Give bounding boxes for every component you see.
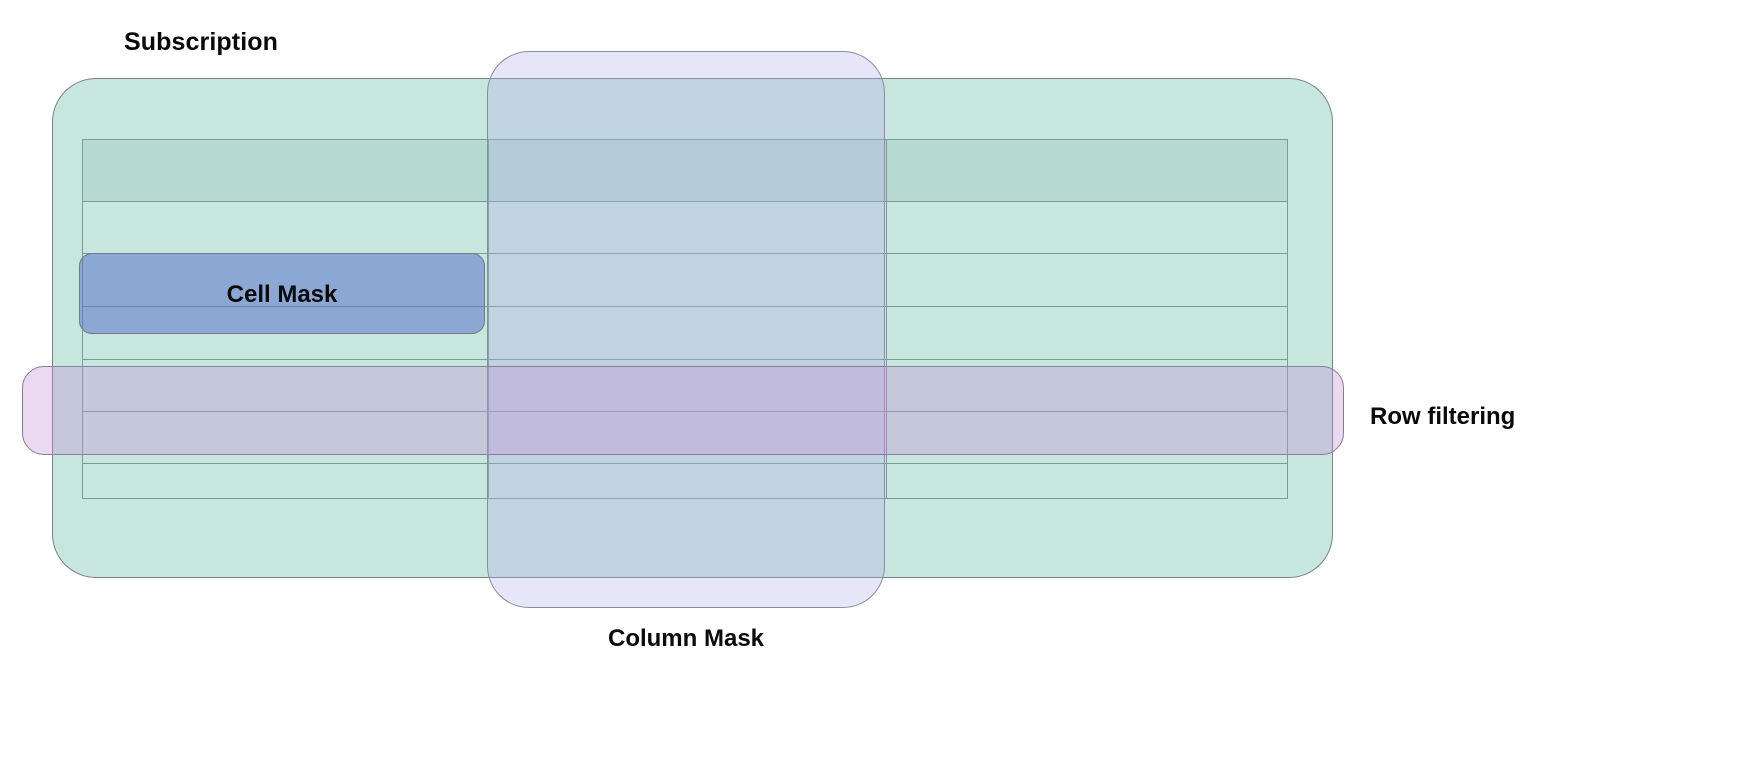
table-row (83, 307, 1287, 360)
cell-mask-box[interactable]: Cell Mask (79, 253, 485, 334)
table-row (83, 202, 1287, 254)
subscription-label: Subscription (124, 28, 278, 56)
table-column-divider (886, 140, 887, 498)
row-filtering-overlay[interactable] (22, 366, 1344, 455)
table-row (83, 412, 1287, 464)
row-filtering-label: Row filtering (1370, 403, 1516, 430)
table-row (83, 360, 1287, 412)
table-row (83, 254, 1287, 307)
data-table-grid (82, 139, 1288, 499)
column-mask-overlay[interactable] (487, 51, 885, 608)
column-mask-label: Column Mask (607, 625, 765, 652)
table-column-divider (488, 140, 489, 498)
table-row (83, 140, 1287, 202)
cell-mask-label: Cell Mask (226, 280, 338, 308)
